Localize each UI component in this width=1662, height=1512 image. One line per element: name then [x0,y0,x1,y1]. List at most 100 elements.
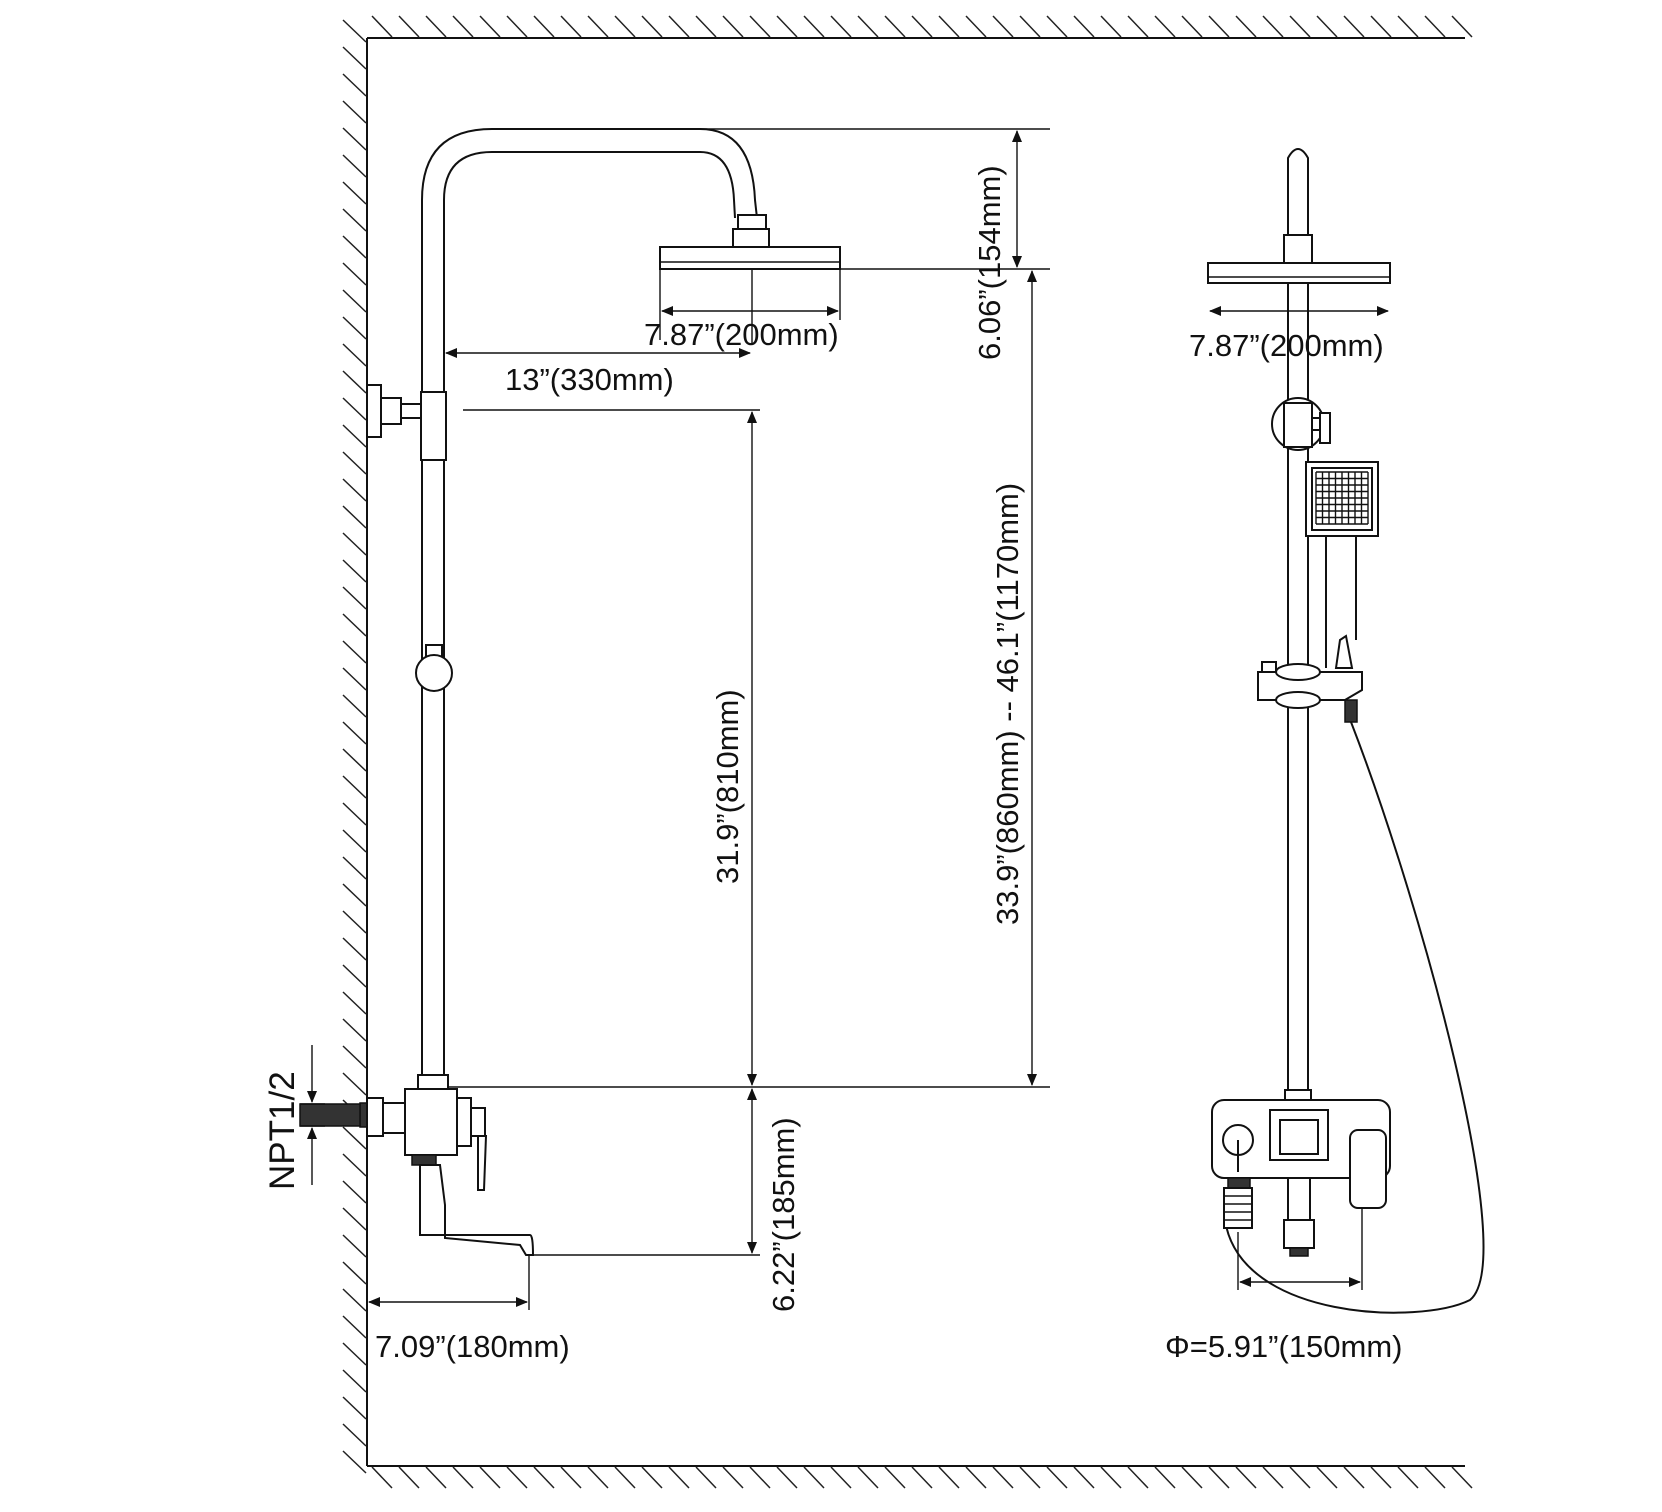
hatch-stroke [1181,1466,1203,1489]
hatch-stroke [342,1234,367,1258]
hatch-stroke [1073,1466,1095,1489]
label-head-width: 7.87”(200mm) [644,317,839,352]
hatch-stroke [722,1466,744,1489]
hatch-stroke [342,46,367,70]
hatch-stroke [1073,15,1095,38]
hatch-stroke [479,1466,501,1489]
hatch-stroke [749,1466,771,1489]
mixer-panel [1211,1089,1391,1257]
hatch-stroke [587,1466,609,1489]
wall-bracket [366,384,447,461]
hatch-stroke [1235,15,1257,38]
hatch-stroke [641,1466,663,1489]
hatch-stroke [668,1466,690,1489]
hatch-stroke [1451,15,1473,38]
hatch-stroke [342,289,367,313]
hatch-stroke [506,15,528,38]
hatch-stroke [342,586,367,610]
hatch-stroke [1019,15,1041,38]
hatch-stroke [1424,1466,1446,1489]
hatch-stroke [342,505,367,529]
hatch-stroke [560,1466,582,1489]
hatch-stroke [342,343,367,367]
hatch-stroke [1154,1466,1176,1489]
hatch-stroke [1208,15,1230,38]
hatch-stroke [342,1261,367,1285]
hatch-stroke [479,15,501,38]
ceiling-hatching [371,15,1473,38]
hatch-stroke [342,748,367,772]
hatch-stroke [342,559,367,583]
hatch-stroke [425,1466,447,1489]
wall [342,15,1473,1489]
hatch-stroke [938,1466,960,1489]
rain-shower-head [659,246,841,270]
label-arm-reach: 13”(330mm) [505,362,674,397]
hatch-stroke [965,15,987,38]
label-adjustable-height: 33.9”(860mm) -- 46.1”(1170mm) [990,483,1025,925]
handheld-shower [1305,461,1379,669]
label-inlet-spacing: Φ=5.91”(150mm) [1165,1329,1403,1364]
hatch-stroke [342,451,367,475]
hatch-stroke [965,1466,987,1489]
adjust-knob [415,644,453,692]
hatch-stroke [342,1288,367,1312]
hatch-stroke [342,640,367,664]
hatch-stroke [911,15,933,38]
hatch-stroke [342,667,367,691]
mixer-valve [299,1074,535,1256]
hatch-stroke [992,15,1014,38]
hatch-stroke [1289,1466,1311,1489]
hatch-stroke [342,127,367,151]
hatch-stroke [342,532,367,556]
hatch-stroke [342,910,367,934]
hatch-stroke [342,802,367,826]
hatch-stroke [342,100,367,124]
hatch-stroke [342,316,367,340]
hatch-stroke [342,1072,367,1096]
head-connector [737,214,767,230]
hatch-stroke [342,1045,367,1069]
hatch-stroke [1397,15,1419,38]
hatch-stroke [1370,1466,1392,1489]
hatch-stroke [587,15,609,38]
hatch-stroke [1316,15,1338,38]
hatch-stroke [1289,15,1311,38]
hatch-stroke [398,1466,420,1489]
hatch-stroke [452,1466,474,1489]
hatch-stroke [1316,1466,1338,1489]
hatch-stroke [342,1396,367,1420]
hatch-stroke [342,181,367,205]
hatch-stroke [1208,1466,1230,1489]
hatch-stroke [749,15,771,38]
hatch-stroke [342,1153,367,1177]
hatch-stroke [938,15,960,38]
hatch-stroke [884,15,906,38]
hatch-stroke [722,15,744,38]
label-spout-reach: 7.09”(180mm) [375,1329,570,1364]
hatch-stroke [830,15,852,38]
hatch-stroke [1127,1466,1149,1489]
label-bar-height: 31.9”(810mm) [710,689,745,884]
hatch-stroke [695,1466,717,1489]
handheld-spray-grid [1315,471,1369,525]
hatch-stroke [803,15,825,38]
hatch-stroke [1343,15,1365,38]
hatch-stroke [1100,15,1122,38]
hatch-stroke [506,1466,528,1489]
hatch-stroke [776,1466,798,1489]
front-view-dimensions: 7.87”(200mm) Φ=5.91”(150mm) [1165,306,1403,1364]
hatch-stroke [371,15,393,38]
hatch-stroke [342,235,367,259]
hatch-stroke [342,73,367,97]
hatch-stroke [342,208,367,232]
hatch-stroke [1262,15,1284,38]
hatch-stroke [342,1018,367,1042]
hatch-stroke [1451,1466,1473,1489]
hatch-stroke [342,154,367,178]
hatch-stroke [614,15,636,38]
hatch-stroke [1235,1466,1257,1489]
label-spout-drop: 6.22”(185mm) [766,1117,801,1312]
hatch-stroke [398,15,420,38]
side-view-dimensions: 7.87”(200mm) 13”(330mm) 6.06”(154mm) 33.… [263,128,1050,1364]
